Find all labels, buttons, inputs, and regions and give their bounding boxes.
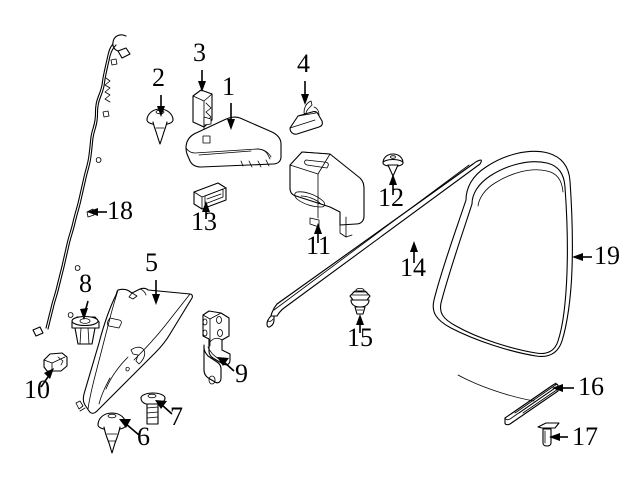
callout-label-18: 18: [107, 196, 133, 225]
part-2-retainer-clip: [146, 108, 174, 145]
callout-label-9: 9: [235, 359, 248, 388]
callout-label-11: 11: [306, 231, 332, 260]
part-7-trim-screw: [140, 392, 166, 425]
callout-label-10: 10: [24, 375, 50, 404]
callout-label-15: 15: [347, 323, 373, 352]
callout-label-16: 16: [578, 372, 604, 401]
part-8-expansion-nut: [71, 315, 100, 345]
callout-label-19: 19: [594, 241, 620, 270]
part-15-sill-plate-clip: [349, 287, 371, 315]
callout-label-3: 3: [193, 38, 206, 67]
part-6-retainer-clip: [97, 412, 127, 454]
callout-leaders: [40, 70, 592, 441]
part-16-rear-sill-trim: [504, 382, 559, 426]
part-9-seatbelt-bracket: [202, 310, 231, 385]
callout-label-4: 4: [297, 49, 310, 78]
callout-label-7: 7: [170, 402, 183, 431]
callout-label-8: 8: [79, 269, 92, 298]
part-4-upper-trim-end-cap: [289, 100, 323, 135]
callout-label-12: 12: [378, 183, 404, 212]
part-3-trim-clip-bracket: [192, 89, 213, 130]
part-14-door-sill-plate: [266, 159, 482, 328]
callout-label-14: 14: [400, 253, 426, 282]
part-12-retainer-clip: [382, 153, 404, 177]
part-17-trim-plug: [537, 422, 560, 447]
part-1-a-pillar-trim: [185, 116, 282, 168]
part-11-b-pillar-trim: [289, 151, 365, 238]
callout-label-13: 13: [191, 207, 217, 236]
part-13-trim-insert-cover: [193, 182, 227, 210]
callout-label-6: 6: [137, 422, 150, 451]
callout-label-17: 17: [572, 422, 598, 451]
part-19-weatherstrip-seal: [432, 150, 573, 402]
callout-label-5: 5: [145, 248, 158, 277]
part-10-trim-retaining-clip: [43, 352, 68, 372]
callout-label-2: 2: [152, 63, 165, 92]
part-5-rear-quarter-trim: [75, 287, 193, 414]
callout-label-1: 1: [222, 72, 235, 101]
